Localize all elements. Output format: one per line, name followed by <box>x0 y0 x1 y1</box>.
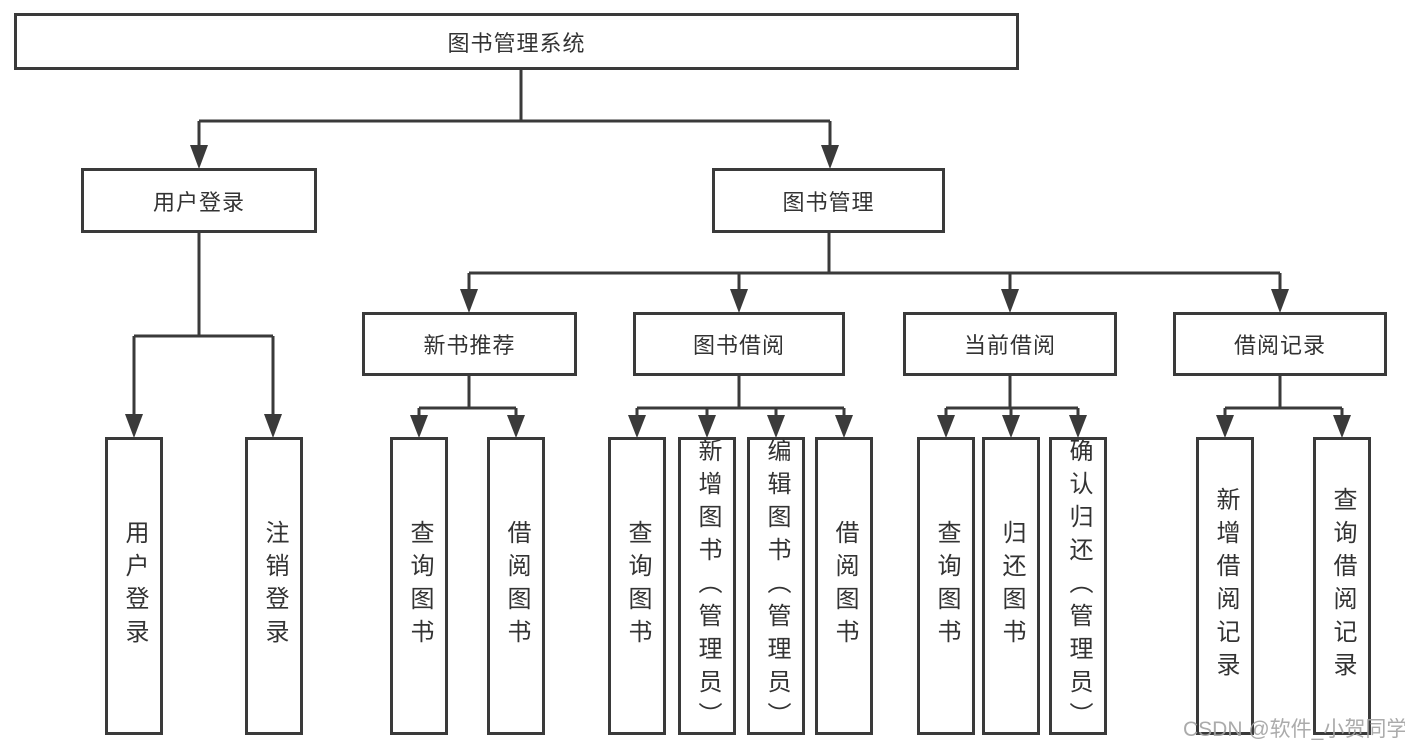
node-book-management: 图书管理 <box>712 168 945 233</box>
node-current-borrowing: 当前借阅 <box>903 312 1117 376</box>
leaf-edit-books-admin: 编辑图书（管理员） <box>747 437 805 735</box>
leaf-query-books-borrowing-label: 查询图书 <box>624 520 651 652</box>
leaf-add-borrow-record: 新增借阅记录 <box>1196 437 1254 735</box>
edge-root-to-level2 <box>190 69 839 169</box>
leaf-query-books-recommend: 查询图书 <box>390 437 448 735</box>
edge-book-borrowing-children <box>628 375 853 438</box>
leaf-confirm-return-admin: 确认归还（管理员） <box>1049 437 1107 735</box>
edge-book-management-children <box>460 232 1289 313</box>
leaf-borrow-books: 借阅图书 <box>815 437 873 735</box>
leaf-confirm-return-admin-label: 确认归还（管理员） <box>1065 437 1092 735</box>
leaf-user-login-label: 用户登录 <box>121 520 148 652</box>
csdn-watermark: CSDN @软件_小贺同学 <box>1183 718 1405 741</box>
leaf-add-books-admin: 新增图书（管理员） <box>678 437 736 735</box>
leaf-return-books-label: 归还图书 <box>998 520 1025 652</box>
edge-new-book-children <box>410 375 525 438</box>
edge-current-borrowing-children <box>937 375 1087 438</box>
leaf-borrow-books-label: 借阅图书 <box>831 520 858 652</box>
node-user-login-label: 用户登录 <box>152 189 245 215</box>
node-new-book-recommend-label: 新书推荐 <box>423 333 516 358</box>
node-book-borrowing: 图书借阅 <box>633 312 845 376</box>
leaf-query-books-recommend-label: 查询图书 <box>406 520 433 652</box>
edge-borrow-records-children <box>1216 375 1351 438</box>
node-book-borrowing-label: 图书借阅 <box>692 333 785 358</box>
leaf-return-books: 归还图书 <box>982 437 1040 735</box>
leaf-logout-login: 注销登录 <box>245 437 303 735</box>
leaf-query-books-borrowing: 查询图书 <box>608 437 666 735</box>
leaf-query-borrow-record-label: 查询借阅记录 <box>1329 487 1356 685</box>
node-root: 图书管理系统 <box>14 13 1019 70</box>
node-user-login: 用户登录 <box>81 168 317 233</box>
node-new-book-recommend: 新书推荐 <box>362 312 577 376</box>
leaf-logout-login-label: 注销登录 <box>261 520 288 652</box>
leaf-edit-books-admin-label: 编辑图书（管理员） <box>763 437 790 735</box>
node-root-label: 图书管理系统 <box>447 30 586 56</box>
leaf-query-books-current-label: 查询图书 <box>933 520 960 652</box>
node-borrow-records-label: 借阅记录 <box>1233 333 1326 358</box>
node-borrow-records: 借阅记录 <box>1173 312 1387 376</box>
leaf-query-books-current: 查询图书 <box>917 437 975 735</box>
node-current-borrowing-label: 当前借阅 <box>963 333 1056 358</box>
leaf-query-borrow-record: 查询借阅记录 <box>1313 437 1371 735</box>
leaf-borrow-books-recommend: 借阅图书 <box>487 437 545 735</box>
leaf-borrow-books-recommend-label: 借阅图书 <box>503 520 530 652</box>
node-book-management-label: 图书管理 <box>782 189 875 215</box>
leaf-user-login: 用户登录 <box>105 437 163 735</box>
leaf-add-books-admin-label: 新增图书（管理员） <box>694 437 721 735</box>
edge-user-login-children <box>125 232 282 438</box>
leaf-add-borrow-record-label: 新增借阅记录 <box>1212 487 1239 685</box>
